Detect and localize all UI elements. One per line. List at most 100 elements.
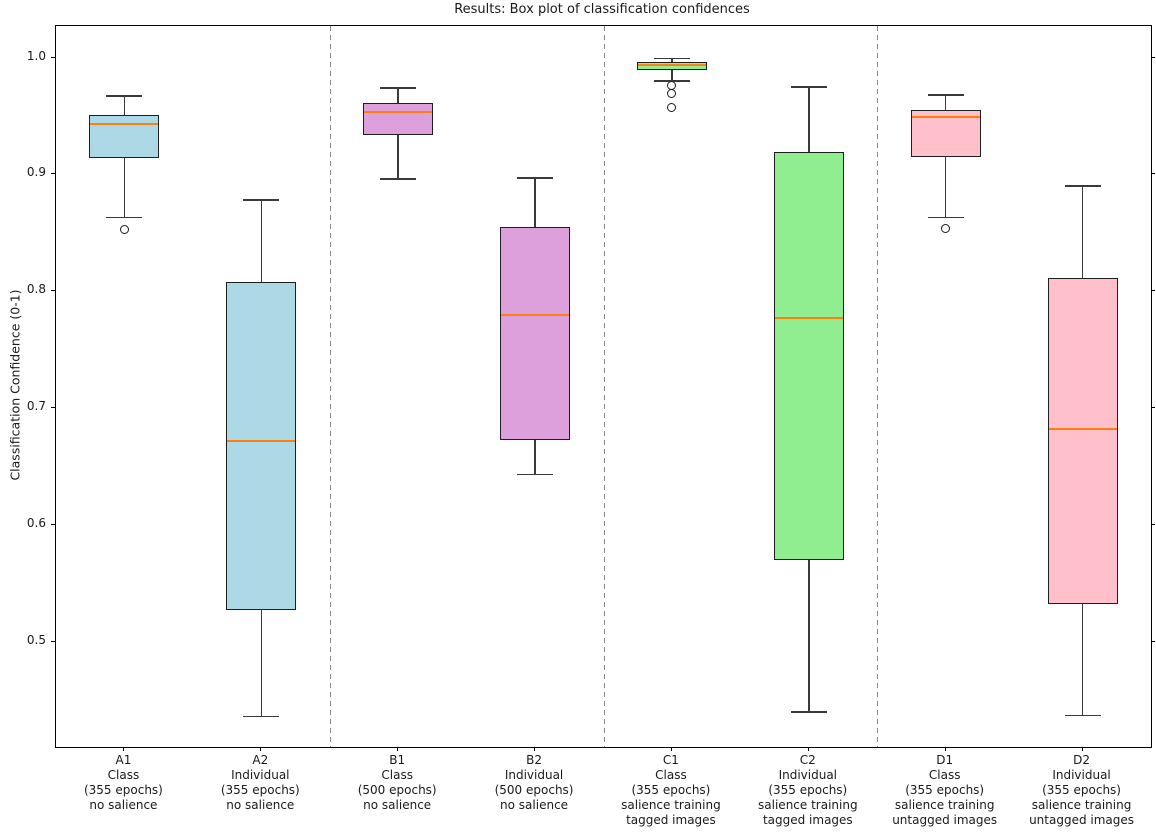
x-tick-label-line: (355 epochs) xyxy=(631,783,711,797)
y-tick-mark-right xyxy=(1151,407,1155,409)
y-axis-label: Classification Confidence (0-1) xyxy=(7,289,23,481)
x-tick-label-line: salience training xyxy=(758,798,858,812)
whisker-cap-top-A2 xyxy=(243,199,280,201)
whisker-cap-top-D1 xyxy=(927,94,964,96)
y-tick-label: 0.9 xyxy=(26,165,46,180)
x-tick-label-line: salience training xyxy=(621,798,721,812)
x-tick-label-line: C2 xyxy=(799,753,816,767)
outlier-point-C1 xyxy=(667,103,677,113)
x-tick-label-line: (500 epochs) xyxy=(494,783,574,797)
x-tick-label-line: Class xyxy=(655,768,687,782)
x-tick-label-line: tagged images xyxy=(762,813,853,827)
x-tick-mark-D2 xyxy=(1081,747,1083,751)
whisker-cap-top-B2 xyxy=(517,177,554,179)
y-tick-mark-left xyxy=(51,290,55,292)
x-tick-label-line: salience training xyxy=(1031,798,1132,812)
outlier-point-D1 xyxy=(941,223,951,233)
x-tick-label-line: D1 xyxy=(936,753,954,767)
whisker-cap-bottom-D1 xyxy=(927,216,964,219)
median-line-A2 xyxy=(227,439,296,442)
whisker-cap-top-D2 xyxy=(1064,185,1101,187)
box-A1 xyxy=(89,114,160,159)
y-tick-label: 0.5 xyxy=(26,632,46,647)
x-tick-label-line: A2 xyxy=(252,753,269,767)
x-tick-label-line: Individual xyxy=(1052,768,1111,782)
whisker-cap-top-A1 xyxy=(106,95,143,97)
whisker-cap-top-C2 xyxy=(790,86,827,88)
median-line-C2 xyxy=(774,317,843,320)
outlier-point-C1 xyxy=(667,89,677,99)
x-tick-label-line: untagged images xyxy=(892,813,998,827)
plot-area xyxy=(55,25,1152,748)
y-tick-mark-left xyxy=(51,173,55,175)
whisker-cap-bottom-B2 xyxy=(517,473,554,476)
x-tick-label-line: no salience xyxy=(500,798,569,812)
median-line-A1 xyxy=(90,123,159,126)
x-tick-label-line: Individual xyxy=(778,768,838,782)
box-B1 xyxy=(363,103,434,135)
outlier-point-A1 xyxy=(119,224,129,234)
whisker-cap-bottom-A2 xyxy=(243,715,280,718)
x-tick-mark-D1 xyxy=(944,747,946,751)
x-tick-label-line: (355 epochs) xyxy=(83,783,163,797)
box-B2 xyxy=(500,226,571,440)
x-tick-label-line: untagged images xyxy=(1029,813,1135,827)
x-tick-label-line: D2 xyxy=(1073,753,1090,767)
y-tick-mark-left xyxy=(51,56,55,58)
whisker-cap-top-C1 xyxy=(653,57,690,60)
median-line-B1 xyxy=(364,111,433,114)
group-separator xyxy=(329,26,331,747)
median-line-D1 xyxy=(911,116,980,119)
x-tick-label-line: (355 epochs) xyxy=(220,783,300,797)
median-line-B2 xyxy=(501,313,570,316)
x-tick-mark-A1 xyxy=(123,747,125,751)
x-tick-mark-C2 xyxy=(807,747,809,751)
median-line-D2 xyxy=(1048,428,1117,431)
group-separator xyxy=(877,26,879,747)
whisker-cap-bottom-C1 xyxy=(653,80,690,82)
box-A2 xyxy=(226,281,297,611)
y-tick-mark-left xyxy=(51,640,55,642)
x-tick-label-line: (500 epochs) xyxy=(357,783,437,797)
x-tick-mark-C1 xyxy=(670,747,672,751)
median-line-C1 xyxy=(637,63,706,66)
y-tick-mark-right xyxy=(1151,290,1155,292)
y-tick-mark-left xyxy=(51,407,55,409)
whisker-cap-bottom-C2 xyxy=(790,711,827,713)
box-C1 xyxy=(636,62,707,71)
x-tick-label-line: tagged images xyxy=(626,813,716,827)
box-D2 xyxy=(1047,278,1118,605)
x-tick-label-line: C1 xyxy=(662,753,679,767)
x-tick-mark-B2 xyxy=(534,747,536,751)
x-tick-label-line: Class xyxy=(107,768,140,782)
chart-title: Results: Box plot of classification conf… xyxy=(454,2,750,17)
x-tick-label-line: B2 xyxy=(526,753,542,767)
y-tick-mark-right xyxy=(1151,173,1155,175)
x-tick-label-line: (355 epochs) xyxy=(768,783,848,797)
whisker-cap-bottom-B1 xyxy=(380,178,417,180)
x-tick-label-line: no salience xyxy=(89,798,158,812)
box-C2 xyxy=(773,152,844,561)
y-tick-mark-right xyxy=(1151,640,1155,642)
y-tick-mark-left xyxy=(51,523,55,525)
x-tick-mark-A2 xyxy=(260,747,262,751)
y-tick-mark-right xyxy=(1151,56,1155,58)
group-separator xyxy=(603,26,605,747)
x-tick-label-line: Individual xyxy=(504,768,564,782)
x-tick-label-line: no salience xyxy=(363,798,432,812)
x-tick-mark-B1 xyxy=(397,747,399,751)
x-tick-label-line: no salience xyxy=(226,798,295,812)
y-tick-label: 0.7 xyxy=(26,399,46,414)
x-tick-label-line: B1 xyxy=(389,753,406,767)
x-tick-label-line: A1 xyxy=(115,753,132,767)
y-tick-label: 0.8 xyxy=(26,282,46,297)
